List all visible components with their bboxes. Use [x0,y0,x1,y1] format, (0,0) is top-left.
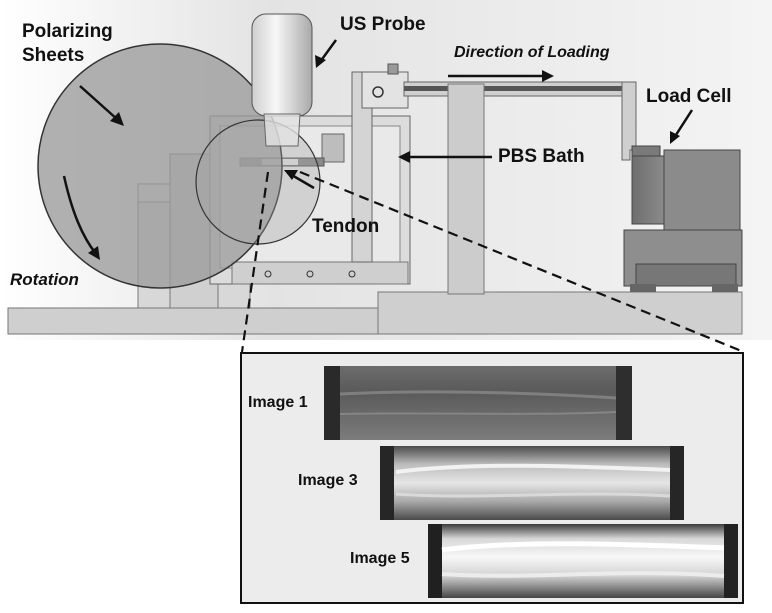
us-probe-tip [263,113,301,147]
image-label-5: Image 5 [350,550,410,567]
label-rotation: Rotation [10,270,79,289]
label-direction-of-loading: Direction of Loading [454,44,610,61]
polarizing-sheet-disk [37,43,283,289]
ultrasound-image-5 [428,524,738,598]
rod-clamp [361,71,409,109]
label-us-probe: US Probe [340,14,426,35]
us-probe [251,13,313,117]
label-load-cell: Load Cell [646,86,732,107]
base-plate-left [7,307,379,335]
load-cell-bracket [621,81,637,161]
image-label-1: Image 1 [248,394,308,411]
inset-images [324,366,738,598]
ultrasound-image-3 [380,446,684,520]
ultrasound-image-1 [324,366,632,440]
image-label-3: Image 3 [298,472,358,489]
zoom-lines [240,170,745,354]
rod-support-tower [447,83,485,295]
label-tendon: Tendon [312,216,380,237]
label-pbs-bath: PBS Bath [498,146,585,167]
load-cell-housing [663,149,741,231]
load-cell [631,155,667,225]
grip-clamp [321,133,345,163]
label-polarizing-sheets: Polarizing Sheets [22,21,113,66]
inset-image-panel: Image 1 Image 3 Image 5 [240,352,744,604]
base-plate-right [377,291,743,335]
label-arrows [62,39,694,255]
arrowheads [88,55,680,260]
